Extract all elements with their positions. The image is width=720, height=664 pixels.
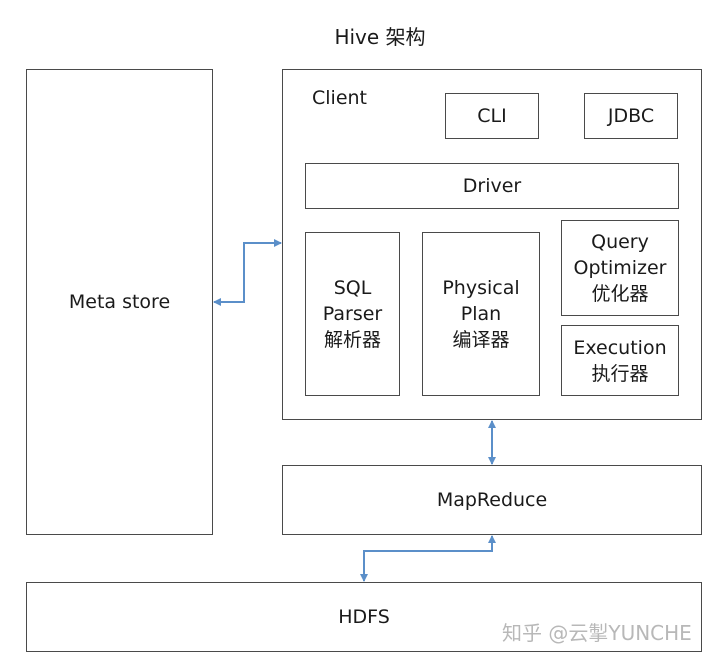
hdfs-box: HDFS [26,582,702,652]
client-label: Client [312,87,368,109]
physical-plan-line3: 编译器 [452,329,510,351]
sql-parser-line2: Parser [322,303,383,325]
driver-box: Driver [305,163,679,209]
query-optimizer-box: Query Optimizer 优化器 [561,220,679,316]
physical-plan-box: Physical Plan 编译器 [422,232,540,396]
hdfs-label: HDFS [338,606,390,628]
watermark: 知乎 @云掣YUNCHE [502,621,692,645]
sql-parser-line3: 解析器 [323,329,381,351]
cli-label: CLI [477,105,507,127]
diagram-title: Hive 架构 [334,25,426,49]
execution-line1: Execution [573,336,667,359]
driver-label: Driver [462,175,522,197]
cli-box: CLI [445,93,539,139]
mapreduce-box: MapReduce [282,465,702,535]
metastore-box: Meta store [26,69,213,535]
sql-parser-line1: SQL [333,277,372,299]
query-optimizer-line3: 优化器 [591,283,649,305]
jdbc-box: JDBC [584,93,678,139]
mapreduce-label: MapReduce [436,489,548,511]
jdbc-label: JDBC [607,105,655,127]
mapreduce-hdfs-arrow [360,535,496,582]
physical-plan-line2: Plan [460,303,502,325]
metastore-label: Meta store [68,291,171,313]
query-optimizer-line1: Query [591,231,649,253]
execution-line2: 执行器 [591,362,649,385]
execution-box: Execution 执行器 [561,325,679,396]
metastore-client-arrow [213,239,282,306]
physical-plan-line1: Physical [442,277,520,299]
sql-parser-box: SQL Parser 解析器 [305,232,400,396]
query-optimizer-line2: Optimizer [573,257,667,279]
